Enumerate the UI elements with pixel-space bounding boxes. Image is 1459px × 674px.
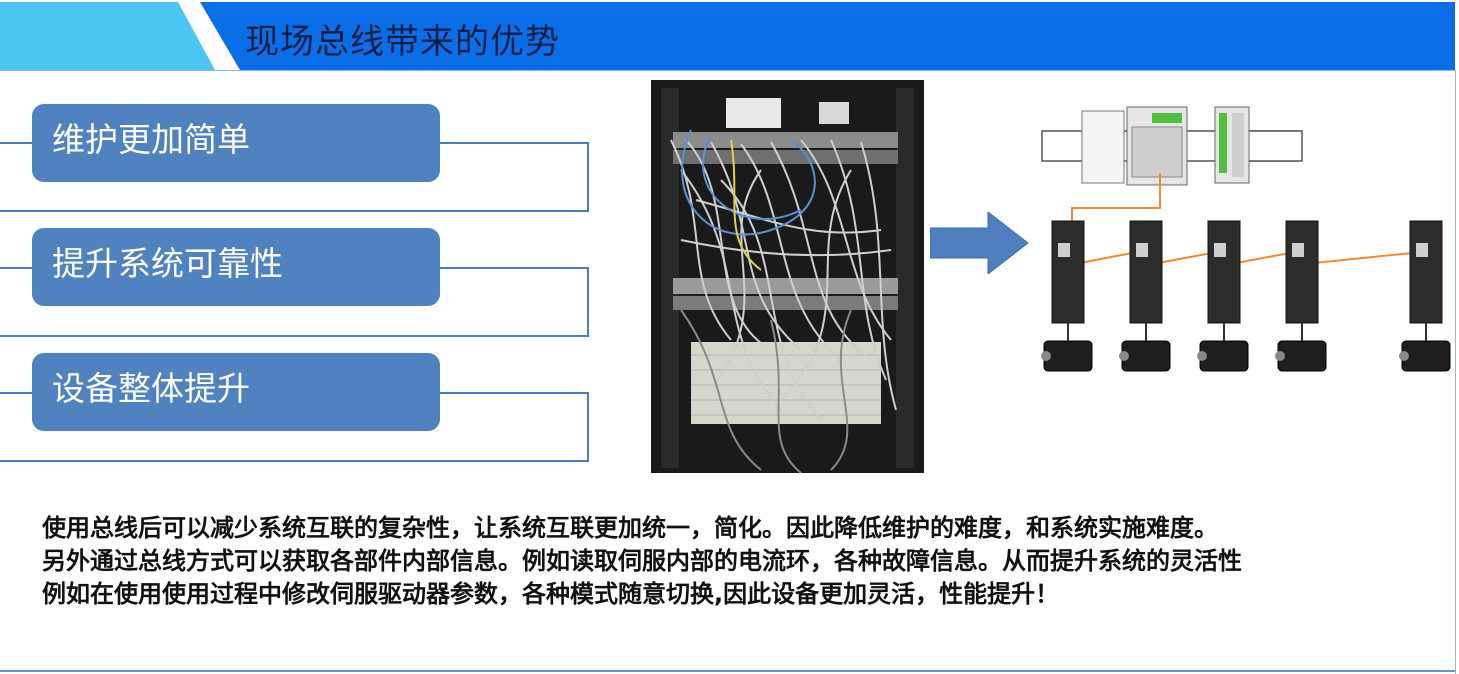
- advantage-pill-maintenance: 维护更加简单: [32, 104, 440, 182]
- description-line-1: 使用总线后可以减少系统互联的复杂性，让系统互联更加统一，简化。因此降低维护的难度…: [42, 514, 1218, 542]
- description: 使用总线后可以减少系统互联的复杂性，让系统互联更加统一，简化。因此降低维护的难度…: [42, 512, 1242, 611]
- description-line-2: 另外通过总线方式可以获取各部件内部信息。例如读取伺服内部的电流环，各种故障信息。…: [42, 547, 1242, 575]
- page-title: 现场总线带来的优势: [245, 22, 560, 62]
- header-bar: [200, 2, 1455, 70]
- advantage-pill-equipment: 设备整体提升: [32, 353, 440, 431]
- right-border: [1455, 70, 1456, 674]
- wiring-cabinet-photo: [651, 80, 924, 473]
- header-divider: [0, 70, 1455, 71]
- ethercat-network-diagram: [1032, 103, 1452, 382]
- bottom-divider: [0, 670, 1455, 672]
- header-accent: [0, 2, 215, 70]
- description-line-3: 例如在使用使用过程中修改伺服驱动器参数，各种模式随意切换,因此设备更加灵活，性能…: [42, 580, 1060, 608]
- right-arrow-icon: [929, 210, 1030, 278]
- advantage-pill-reliability: 提升系统可靠性: [32, 228, 440, 306]
